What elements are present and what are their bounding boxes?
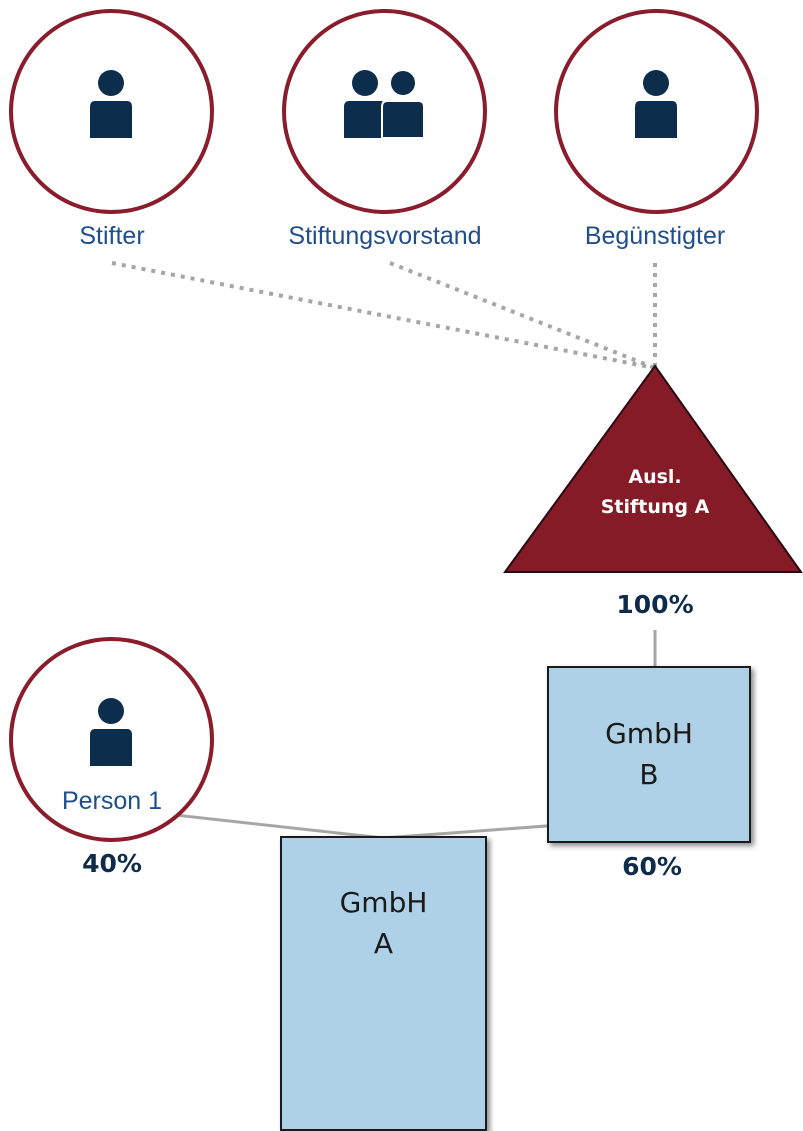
foundation-label-line1: Ausl. bbox=[628, 466, 682, 488]
gmbh-b-line1: GmbH bbox=[605, 716, 693, 750]
gmbh-b-line2: B bbox=[639, 757, 659, 791]
share-foundation-to-b: 100% bbox=[616, 590, 694, 619]
vorstand-circle bbox=[282, 9, 487, 214]
dotted-line-vorstand bbox=[389, 261, 656, 370]
foundation-triangle bbox=[503, 364, 803, 573]
beguenstigter-label: Begünstigter bbox=[584, 222, 726, 250]
gmbh-a-line1: GmbH bbox=[339, 885, 428, 919]
person-icon bbox=[90, 70, 132, 138]
dotted-line-stifter bbox=[111, 261, 656, 370]
share-b-to-a: 60% bbox=[622, 852, 682, 881]
stifter-label: Stifter bbox=[79, 222, 145, 250]
share-person1-to-a: 40% bbox=[82, 849, 142, 878]
foundation-label: Ausl. Stiftung A bbox=[585, 462, 725, 523]
gmbh-a-box: GmbH A bbox=[280, 836, 487, 1131]
gmbh-b-box: GmbH B bbox=[547, 666, 751, 843]
person-icon bbox=[635, 70, 677, 138]
beguenstigter-circle bbox=[554, 9, 759, 214]
person1-label: Person 1 bbox=[60, 787, 164, 816]
two-persons-icon bbox=[344, 70, 424, 138]
person-icon bbox=[90, 698, 132, 766]
person1-circle bbox=[9, 637, 214, 842]
stifter-circle bbox=[9, 9, 214, 214]
gmbh-a-line2: A bbox=[373, 926, 394, 960]
foundation-label-line2: Stiftung A bbox=[600, 496, 710, 519]
vorstand-label: Stiftungsvorstand bbox=[288, 222, 482, 250]
